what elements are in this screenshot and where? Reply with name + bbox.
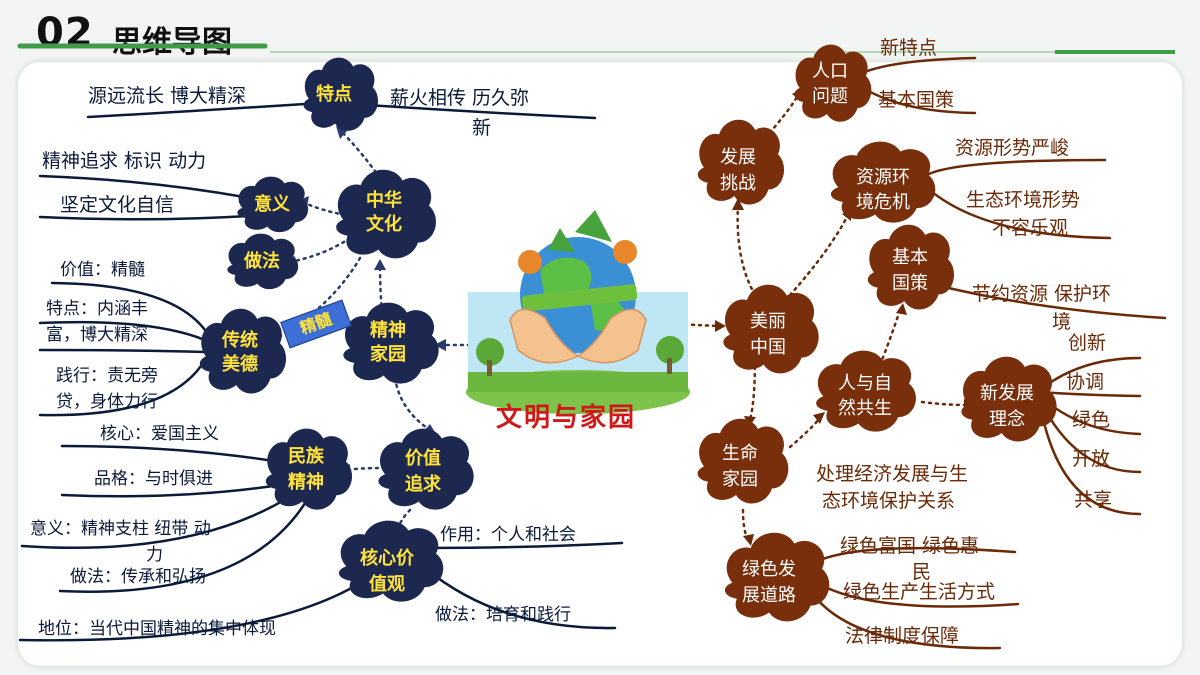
jiben-text1a: 节约资源 保护环 (972, 283, 1112, 305)
node-lvse-label2: 展道路 (742, 585, 796, 606)
node-jiazhi-label2: 追求 (405, 474, 441, 495)
renkou-text2: 基本国策 (878, 89, 955, 111)
minzu-text3a: 意义：精神支柱 纽带 动 (30, 519, 211, 539)
node-jingshen-label1: 精神 (370, 320, 406, 341)
node-fazhan-label1: 发展 (720, 147, 756, 168)
jiben-text1b: 境 (1052, 311, 1072, 333)
xinfazhan-item-3: 开放 (1072, 448, 1111, 470)
lvse-text1b: 民 (912, 561, 932, 583)
xinfazhan-item-2: 绿色 (1072, 409, 1111, 431)
right-branch-lines (808, 56, 1167, 650)
node-renyuziran-label2: 然共生 (838, 398, 892, 419)
minzu-text2: 品格：与时俱进 (94, 469, 213, 489)
lvse-text3: 法律制度保障 (845, 625, 960, 647)
node-jiazhi-label1: 价值 (405, 448, 441, 469)
xinfazhan-item-4: 共享 (1074, 489, 1113, 511)
chuantong-text1: 价值：精髓 (60, 260, 145, 280)
node-zhonghua-label1: 中华 (366, 190, 402, 211)
node-tesdian-label: 特点 (316, 84, 352, 105)
chuantong-text2a: 特点：内涵丰 (46, 299, 148, 319)
minzu-text3b: 力 (146, 545, 163, 565)
xinfazhan-item-0: 创新 (1068, 332, 1107, 354)
node-minzu-cloud (265, 428, 353, 510)
center-title: 文明与家园 (496, 403, 637, 433)
ziyuan-text2a: 生态环境形势 (966, 189, 1081, 211)
chuantong-text3a: 践行：责无旁 (56, 366, 158, 386)
node-lvse-label1: 绿色发 (742, 559, 796, 580)
ziyuan-text1: 资源形势严峻 (955, 137, 1070, 159)
hexin-text3: 地位：当代中国精神的集中体现 (38, 619, 276, 639)
chuantong-text2b: 富，博大精深 (46, 325, 148, 345)
hexin-text2: 做法：培育和践行 (435, 605, 571, 625)
node-hexin-label2: 值观 (369, 574, 405, 595)
tesdian-right-text1: 薪火相传 历久弥 (390, 87, 530, 109)
yiyi-text1: 精神追求 标识 动力 (42, 150, 207, 172)
node-renkou-label2: 问题 (812, 86, 848, 107)
node-zhonghua-label2: 文化 (366, 214, 402, 235)
tesdian-right-text2: 新 (472, 117, 492, 139)
hexin-text1: 作用：个人和社会 (440, 525, 576, 545)
section-title: 思维导图 (112, 25, 232, 60)
node-chuantong-label2: 美德 (222, 354, 258, 375)
node-meili-label1: 美丽 (750, 311, 786, 332)
renkou-text1: 新特点 (880, 37, 938, 59)
earth-hands-illustration (466, 210, 690, 414)
node-ziyuan-label1: 资源环 (856, 167, 910, 188)
ziyuan-text2b: 不容乐观 (992, 217, 1069, 239)
node-ziyuan-label2: 境危机 (856, 192, 910, 213)
left-branch-lines (18, 102, 624, 642)
node-fazhan-label2: 挑战 (720, 173, 756, 194)
node-yiyi-label: 意义 (254, 194, 290, 215)
node-meili-label2: 中国 (750, 337, 786, 358)
node-xinfazhan-label1: 新发展 (980, 383, 1034, 404)
shengming-note1: 处理经济发展与生 (816, 463, 969, 485)
node-jiben-label2: 国策 (892, 273, 928, 294)
node-jingshen-label2: 家园 (370, 344, 406, 365)
node-jiben-label1: 基本 (892, 247, 928, 268)
node-chuantong-label1: 传统 (222, 330, 258, 351)
node-hexin-label1: 核心价 (360, 548, 414, 569)
node-renyuziran-label1: 人与自 (838, 373, 892, 394)
lvse-text2: 绿色生产生活方式 (843, 581, 996, 603)
node-minzu-label1: 民族 (288, 446, 324, 467)
lvse-text1a: 绿色富国 绿色惠 (840, 535, 980, 557)
chuantong-text3b: 贷，身体力行 (56, 392, 158, 412)
minzu-text1: 核心：爱国主义 (100, 424, 219, 444)
tesdian-left-text: 源远流长 博大精深 (88, 85, 247, 107)
node-shengming-label1: 生命 (722, 443, 758, 464)
minzu-text4: 做法：传承和弘扬 (70, 567, 206, 587)
shengming-note2: 态环境保护关系 (822, 490, 956, 512)
yiyi-text2: 坚定文化自信 (60, 194, 175, 216)
node-xinfazhan-label2: 理念 (989, 409, 1025, 430)
node-renkou-label1: 人口 (812, 61, 848, 82)
node-minzu-label2: 精神 (288, 472, 324, 493)
node-zuofa-label: 做法 (244, 251, 280, 272)
node-shengming-label2: 家园 (722, 469, 758, 490)
xinfazhan-item-1: 协调 (1066, 371, 1105, 393)
